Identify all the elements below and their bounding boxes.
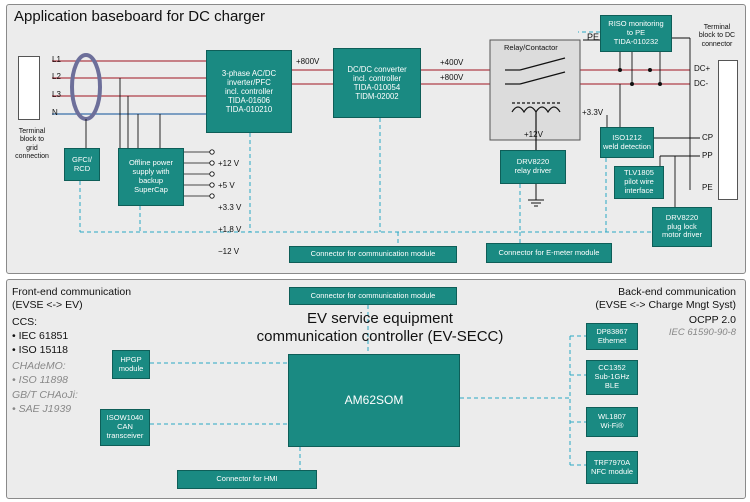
label-plus800-b: +800V	[440, 73, 464, 82]
iso1212-weld-detection: ISO1212 weld detection	[600, 127, 654, 158]
grid-terminal-block	[18, 56, 40, 120]
rail-12v: +12 V	[218, 159, 240, 168]
connector-emeter-module: Connector for E-meter module	[486, 243, 612, 263]
rail-3v3: +3.3 V	[218, 203, 242, 212]
ccs-item-iso15118: • ISO 15118	[12, 344, 69, 356]
dc-terminal-caption: Terminal block to DC connector	[698, 24, 736, 48]
wl1807-wifi: WL1807 Wi-Fi®	[586, 407, 638, 437]
ccs-label: CCS:	[12, 316, 38, 328]
dp83867-ethernet: DP83867 Ethernet	[586, 323, 638, 350]
isow1040-can-transceiver: ISOW1040 CAN transceiver	[100, 409, 150, 446]
connector-comm-module-bottom: Connector for communication module	[289, 287, 457, 305]
gbt-item: • SAE J1939	[12, 403, 72, 415]
ground-symbol	[528, 184, 544, 207]
ocpp-label: OCPP 2.0	[688, 314, 736, 326]
riso-monitoring-block: RISO monitoring to PE TIDA-010232	[600, 15, 672, 52]
dcdc-block: DC/DC converter incl. controller TIDA-01…	[333, 48, 421, 118]
pfc-block: 3-phase AC/DC inverter/PFC incl. control…	[206, 50, 292, 133]
front-end-title: Front-end communication (EVSE <-> EV)	[12, 286, 132, 312]
rail-1v8: +1.8 V	[218, 225, 242, 234]
gfci-rcd-block: GFCI/ RCD	[64, 148, 100, 181]
baseboard-title: Application baseboard for DC charger	[14, 8, 265, 25]
drv8220-plug-lock: DRV8220 plug lock motor driver	[652, 207, 712, 247]
grid-terminal-caption: Terminal block to grid connection	[15, 128, 49, 161]
chademo-item: • ISO 11898	[12, 374, 69, 386]
gbt-label: GB/T CHAoJi:	[12, 389, 78, 401]
offline-power-supply-block: Offline power supply with backup SuperCa…	[118, 148, 184, 206]
terminal-label-pe: PE	[702, 183, 713, 192]
terminal-label-l1: L1	[52, 55, 61, 64]
ev-secc-title: EV service equipment communication contr…	[256, 310, 504, 345]
cc1352-sub1ghz-ble: CC1352 Sub-1GHz BLE	[586, 360, 638, 395]
terminal-label-l2: L2	[52, 72, 61, 81]
terminal-label-dcplus: DC+	[694, 64, 711, 73]
pe-label: PE	[587, 32, 600, 42]
drv8220-relay-driver: DRV8220 relay driver	[500, 150, 566, 184]
terminal-label-dcminus: DC-	[694, 79, 709, 88]
connector-comm-module-top: Connector for communication module	[289, 246, 457, 263]
current-sensor-ring	[70, 53, 102, 121]
rail-neg12v: −12 V	[218, 247, 240, 256]
voltage-rails: +12 V +5 V +3.3 V +1.8 V −12 V	[218, 147, 241, 268]
terminal-label-n: N	[52, 108, 58, 117]
terminal-label-pp: PP	[702, 151, 713, 160]
label-plus800-a: +800V	[296, 57, 320, 66]
label-plus3v3: +3.3V	[582, 108, 604, 117]
connector-hmi: Connector for HMI	[177, 470, 317, 489]
bottom-comm-bus	[150, 305, 586, 470]
hpgp-module: HPGP module	[112, 350, 150, 379]
label-plus400: +400V	[440, 58, 464, 67]
relay-label: Relay/Contactor	[504, 43, 558, 52]
chademo-label: CHAdeMO:	[12, 360, 66, 372]
back-end-title: Back-end communication (EVSE <-> Charge …	[595, 286, 736, 312]
ccs-item-iec61851: • IEC 61851	[12, 330, 69, 342]
tlv1805-pilot-wire: TLV1805 pilot wire interface	[614, 166, 664, 199]
terminal-label-cp: CP	[702, 133, 714, 142]
rail-5v: +5 V	[218, 181, 235, 190]
label-plus12v: +12V	[524, 130, 543, 139]
trf7970a-nfc-module: TRF7970A NFC module	[586, 451, 638, 484]
terminal-label-l3: L3	[52, 90, 61, 99]
iec-label: IEC 61590-90-8	[668, 327, 736, 338]
relay-contactor-box	[489, 39, 581, 141]
am62som-block: AM62SOM	[288, 354, 460, 447]
dc-terminal-block	[718, 60, 738, 200]
